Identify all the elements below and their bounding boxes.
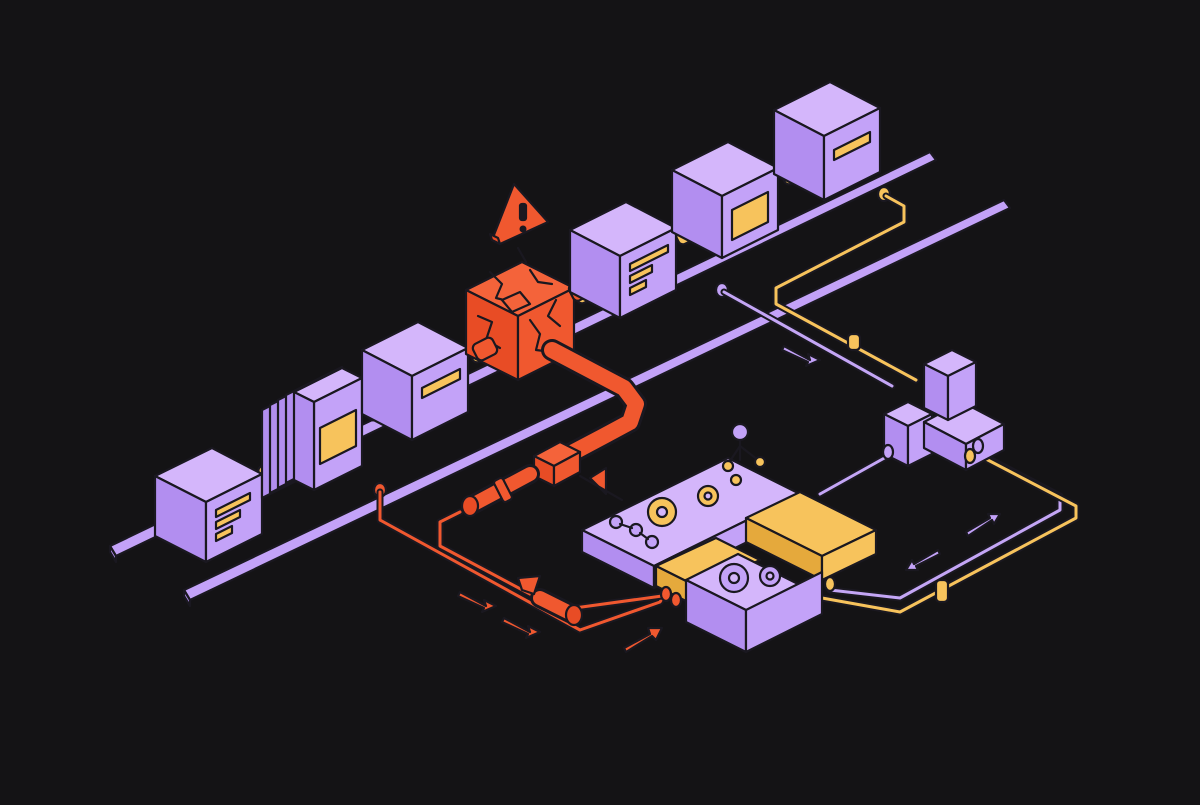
pipe-clamp [846, 332, 862, 352]
screen-icon [730, 190, 770, 242]
warning-icon [488, 182, 550, 264]
gear-icon [718, 562, 782, 594]
pipeline-module-1 [153, 446, 264, 564]
red-pipe-assembly [460, 339, 647, 627]
node-tree-icon [721, 422, 767, 487]
pipeline-module-6 [670, 140, 780, 260]
valve-icon [578, 466, 624, 502]
flow-return-loop [772, 192, 1080, 616]
pipeline-module-5 [568, 200, 678, 320]
label-icon [420, 367, 462, 400]
output-device [881, 348, 1006, 472]
arrow-right-icon [780, 344, 822, 368]
arrow-right-icon [456, 590, 498, 614]
arrow-right-icon [622, 626, 664, 654]
pipeline-module-2 [260, 365, 364, 500]
connector-icon [608, 514, 660, 550]
document-icon [628, 243, 670, 297]
arrow-right-icon [500, 616, 542, 640]
central-processor [580, 422, 878, 654]
arrow-left-icon [904, 548, 942, 572]
arrow-right-icon [964, 512, 1002, 538]
gear-icon [646, 484, 720, 528]
screen-icon [318, 408, 358, 466]
rail-front [182, 198, 1012, 608]
pipeline-module-7 [772, 80, 882, 202]
document-icon [214, 491, 252, 543]
cracked-block-icon [476, 268, 562, 354]
flow-arrows [456, 344, 1002, 654]
pipeline-module-3 [360, 320, 470, 442]
label-icon [832, 130, 872, 162]
pipe-clamp [934, 578, 950, 604]
